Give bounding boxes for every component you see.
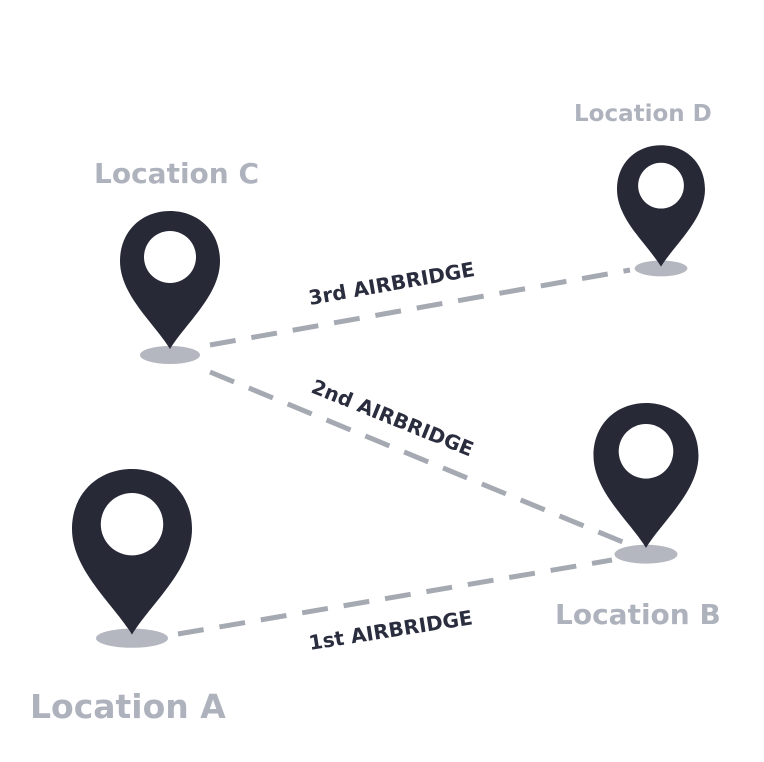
route-label-first: 1st AIRBRIDGE (307, 605, 474, 655)
pin-shadow (140, 346, 200, 364)
pin-shadow (614, 544, 678, 564)
route-line-second (209, 369, 631, 548)
location-a-label: Location A (30, 687, 226, 726)
pin-shadow (96, 628, 168, 648)
map-pin-icon (617, 145, 705, 267)
route-label-second: 2nd AIRBRIDGE (308, 374, 477, 461)
location-b-pin (593, 403, 699, 564)
location-d-pin (617, 145, 705, 277)
route-line-first (177, 557, 613, 637)
location-d-label: Location D (574, 101, 712, 127)
location-a-pin (72, 469, 192, 648)
location-c-label: Location C (94, 157, 259, 190)
map-pin-icon (72, 469, 192, 635)
route-label-third: 3rd AIRBRIDGE (307, 257, 477, 310)
location-b-label: Location B (555, 598, 721, 631)
route-line-third (209, 267, 631, 348)
map-pin-icon (593, 403, 699, 548)
map-pin-icon (120, 211, 220, 349)
pin-shadow (634, 260, 688, 277)
location-c-pin (120, 211, 220, 364)
